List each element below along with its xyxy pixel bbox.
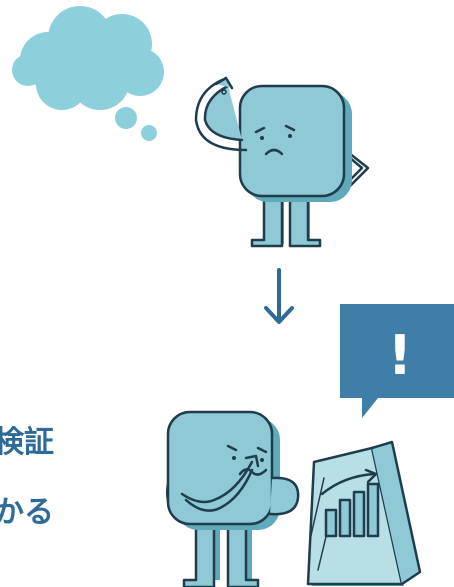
caption-line-2: かる — [0, 495, 54, 530]
exclamation-mark: ! — [388, 324, 413, 387]
thinking-character — [194, 76, 370, 248]
caption-line-1: 検証 — [0, 425, 54, 460]
understanding-character — [165, 410, 300, 587]
thought-dot-small — [141, 125, 157, 141]
chart-board — [306, 440, 422, 586]
thought-cloud — [12, 6, 164, 110]
exclamation-bubble: ! — [340, 304, 454, 418]
board-chart-bars — [324, 482, 380, 538]
thought-dot-large — [115, 107, 137, 129]
down-arrow-icon — [264, 268, 294, 324]
